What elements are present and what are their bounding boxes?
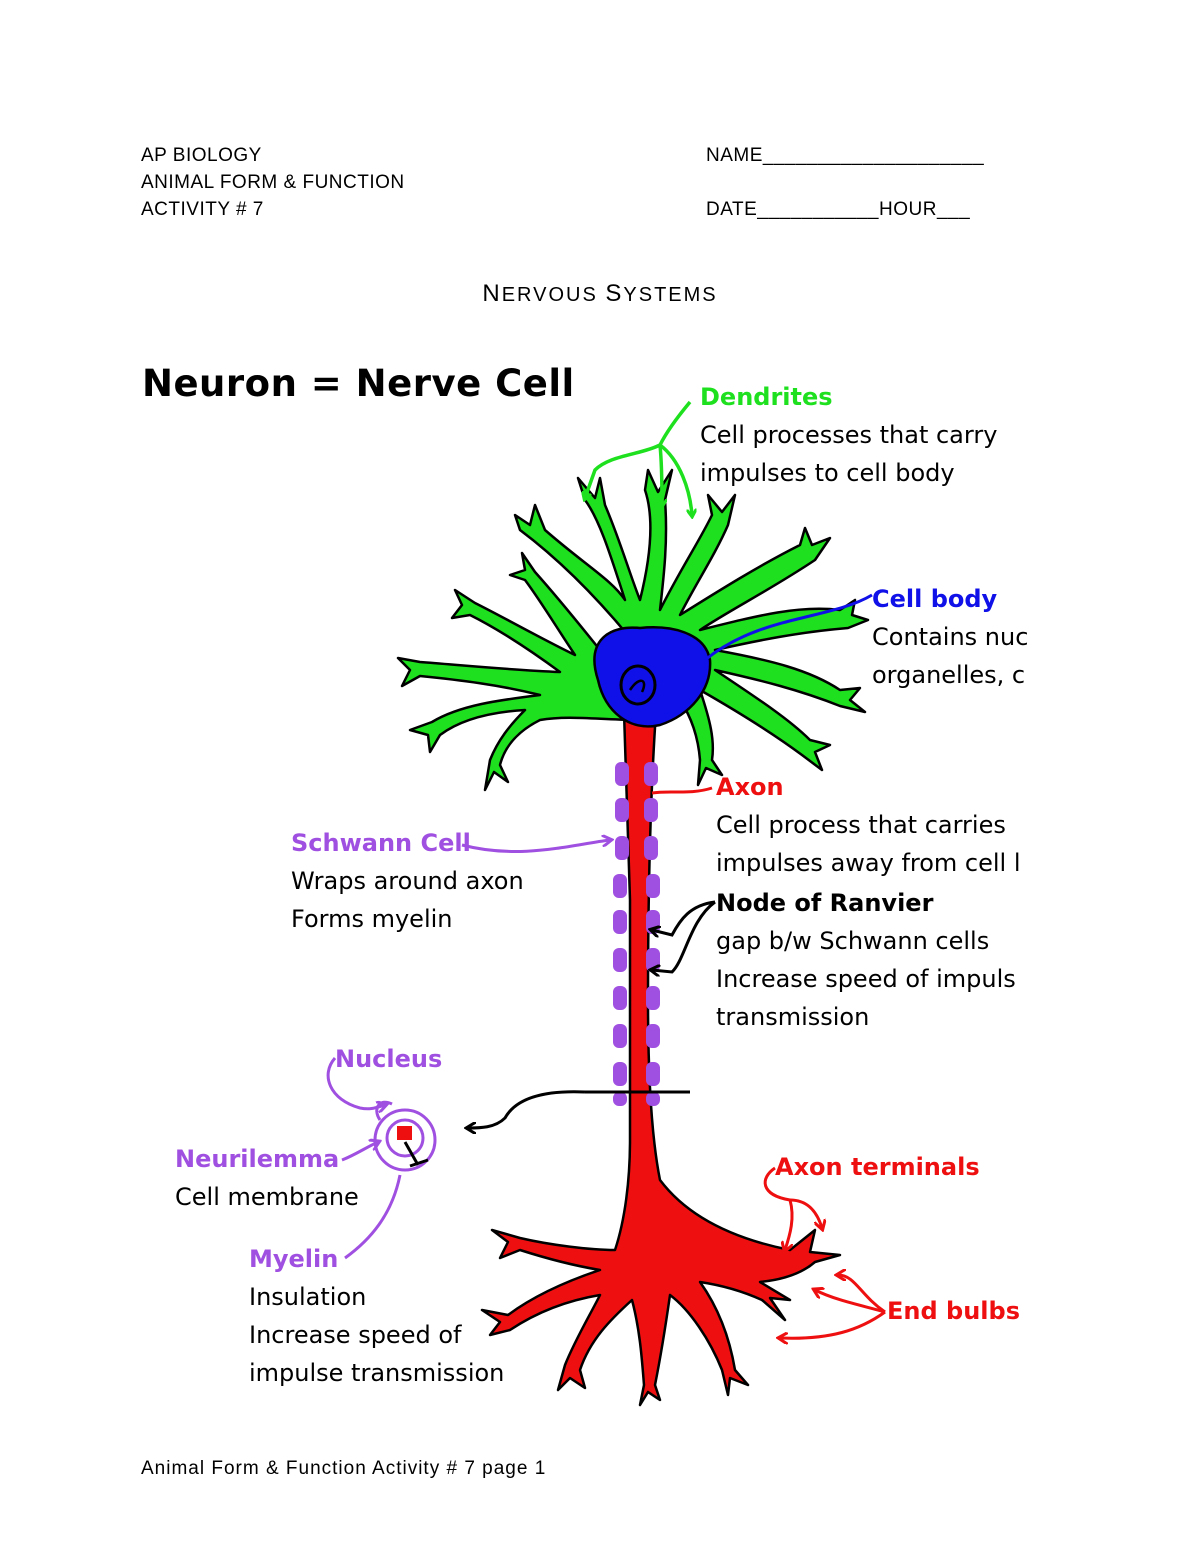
axon-label: Axon Cell process that carries impulses … (716, 773, 1021, 877)
nucleus-drawing (619, 664, 657, 706)
dendrites-pointer (585, 400, 692, 515)
cell-body (593, 626, 712, 728)
axon-terminals-label: Axon terminals (775, 1153, 980, 1181)
dendrites-label: Dendrites Cell processes that carry impu… (700, 383, 998, 487)
page-footer: Animal Form & Function Activity # 7 page… (141, 1458, 547, 1479)
axon (480, 710, 842, 1407)
schwann-pointer (461, 840, 610, 853)
worksheet-header-right: NAME____________________ DATE___________… (706, 142, 984, 223)
node-of-ranvier-pointer (652, 900, 716, 972)
diagram-title: Neuron = Nerve Cell (142, 362, 575, 405)
activity-number: ACTIVITY # 7 (141, 199, 264, 220)
terminal-pointers (763, 1166, 886, 1338)
unit-name: ANIMAL FORM & FUNCTION (141, 172, 405, 193)
name-field[interactable]: NAME____________________ (706, 145, 985, 166)
schwann-cells (613, 762, 660, 1106)
myelin-label: Myelin Insulation Increase speed of impu… (249, 1245, 505, 1387)
course-name: AP BIOLOGY (141, 145, 262, 166)
end-bulbs-label: End bulbs (887, 1297, 1020, 1325)
schwann-cell-label: Schwann Cell Wraps around axon Forms mye… (291, 829, 524, 933)
cell-body-label: Cell body Contains nuc organelles, c (872, 585, 1028, 689)
node-of-ranvier-label: Node of Ranvier gap b/w Schwann cells In… (716, 889, 1016, 1031)
axon-pointer (651, 786, 713, 795)
cross-section-arrow (468, 1090, 586, 1128)
cross-section-pointers (326, 1057, 402, 1260)
axon-cross-section (373, 1100, 437, 1172)
date-hour-field[interactable]: DATE___________HOUR___ (706, 199, 971, 220)
section-title: NERVOUS SYSTEMS (482, 280, 718, 307)
worksheet-header-left: AP BIOLOGY ANIMAL FORM & FUNCTION ACTIVI… (141, 142, 405, 223)
nucleus-label: Nucleus (335, 1045, 443, 1073)
cell-body-pointer (704, 593, 873, 662)
neurilemma-label: Neurilemma Cell membrane (175, 1145, 359, 1211)
